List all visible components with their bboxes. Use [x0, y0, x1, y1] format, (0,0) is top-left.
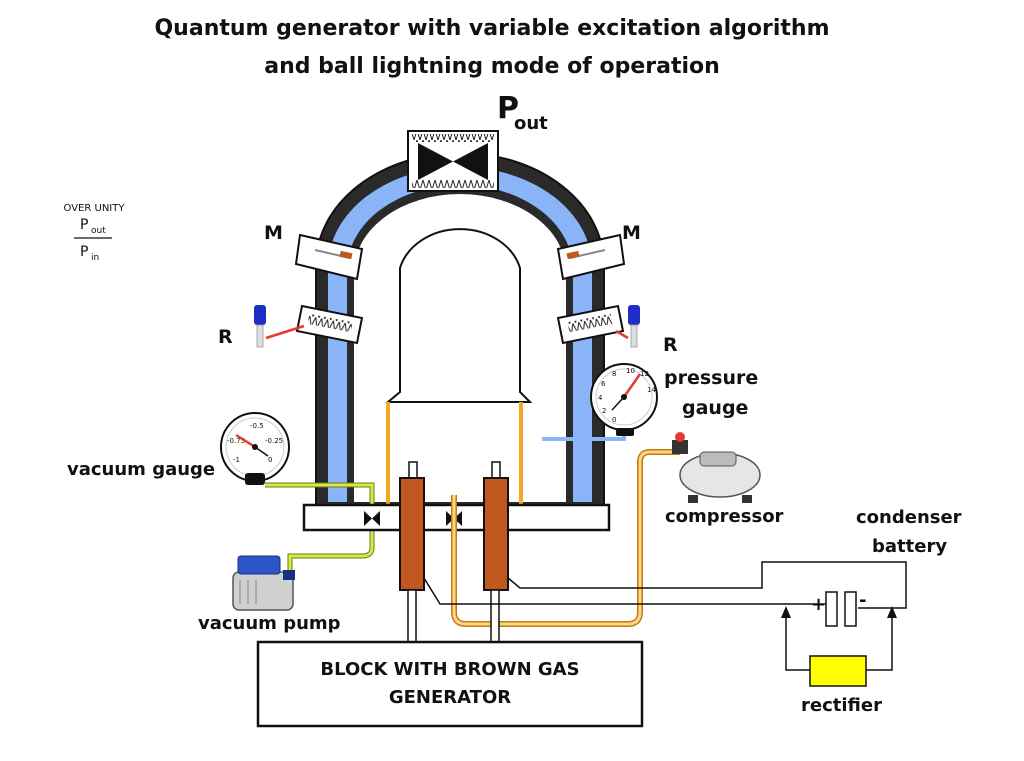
pg-tick: 0: [612, 416, 616, 424]
coil-left: [307, 313, 353, 333]
pg-tick: 4: [598, 394, 603, 402]
output-converter: [407, 130, 499, 192]
magnet-tip-right: [566, 250, 580, 260]
over-unity-ratio: OVER UNITY P out P in: [64, 203, 126, 263]
resistor-lead-left: [265, 324, 305, 340]
capacitor-plate-right: [844, 591, 857, 627]
pressure-gauge-stem: [616, 428, 634, 436]
label-minus: -: [859, 590, 866, 611]
label-condenser-1: condenser: [856, 507, 962, 528]
label-m-right: M: [622, 222, 641, 244]
resistor-left: [254, 305, 305, 348]
ratio-den-sub: in: [91, 253, 99, 263]
magnet-tip-left: [339, 250, 353, 260]
bowtie-icon: [418, 143, 488, 180]
pg-tick: 10: [626, 367, 635, 375]
coil-housing-left: [295, 304, 364, 345]
over-unity-caption: OVER UNITY: [64, 203, 126, 214]
label-r-left: R: [218, 326, 233, 348]
ratio-den-main: P: [80, 244, 88, 260]
pout-main: P: [497, 91, 519, 126]
magnet-housing-left: [294, 233, 364, 281]
title-line-1: Quantum generator with variable excitati…: [154, 16, 829, 41]
converter-bottom-fins: [412, 180, 494, 188]
pg-tick: 12: [640, 370, 649, 378]
vacuum-pump-line: [288, 522, 374, 582]
pg-tick: 14: [647, 386, 656, 394]
label-condenser-2: battery: [872, 536, 947, 557]
output-power-label: P out: [497, 91, 548, 134]
ratio-num-main: P: [80, 217, 88, 233]
resistor-cap-left: [254, 305, 266, 325]
arrow-up-icon: [887, 606, 897, 618]
rectifier-box: [809, 655, 867, 687]
valve-left: [364, 511, 380, 526]
label-rectifier: rectifier: [801, 695, 882, 716]
label-plus: +: [811, 594, 826, 615]
label-compressor: compressor: [665, 506, 784, 527]
label-vacuum-gauge: vacuum gauge: [67, 459, 215, 480]
label-pressure-gauge-1: pressure: [664, 367, 758, 389]
coil-right: [567, 313, 613, 333]
arrow-up-icon: [781, 606, 791, 618]
resistor-body-left: [256, 324, 264, 348]
ratio-num-sub: out: [91, 226, 106, 236]
compressor: [672, 432, 761, 503]
vg-tick: -1: [233, 456, 240, 464]
label-r-right: R: [663, 334, 678, 356]
vacuum-gauge-stem: [245, 473, 265, 485]
title-line-2: and ball lightning mode of operation: [264, 54, 720, 79]
condenser-battery: [825, 591, 857, 627]
pg-tick: 8: [612, 370, 616, 378]
vg-tick: -0.5: [250, 422, 264, 430]
pg-tick: 2: [602, 407, 606, 415]
electrode-right: [483, 461, 509, 643]
converter-top-fins: [412, 134, 494, 142]
brown-gas-generator-block: [256, 640, 644, 728]
inner-bell: [385, 228, 533, 403]
vacuum-pump-top: [237, 555, 281, 575]
compressor-gas-line: [452, 450, 680, 626]
compressor-knob: [675, 432, 685, 442]
compressor-regulator: [672, 440, 688, 454]
rectifier: [781, 606, 897, 687]
pressure-gauge: 12 14 10 8 6 4 2 0: [590, 363, 658, 436]
vacuum-gauge: -0.5 -0.75 -0.25 -1 0: [220, 412, 290, 485]
block-label-1: BLOCK WITH BROWN GAS: [320, 659, 579, 680]
vg-tick: -0.25: [265, 437, 283, 445]
wire-left-electrode: [423, 577, 830, 605]
pressure-gauge-needle: [622, 373, 642, 398]
resistor-body-right: [630, 324, 638, 348]
label-vacuum-pump: vacuum pump: [198, 613, 341, 634]
resistor-right: [615, 305, 640, 348]
pressure-sense-line: [542, 436, 626, 441]
vacuum-gauge-needle: [235, 433, 256, 449]
label-m-left: M: [264, 222, 283, 244]
pout-sub: out: [514, 113, 548, 134]
vg-tick: -0.75: [227, 437, 245, 445]
compressor-motor: [699, 451, 737, 467]
vg-tick: 0: [268, 456, 272, 464]
coil-housing-right: [556, 304, 625, 345]
capacitor-plate-left: [825, 591, 838, 627]
resistor-lead-right: [615, 329, 629, 340]
magnet-housing-right: [556, 233, 626, 281]
block-label-2: GENERATOR: [389, 687, 511, 708]
wire-right-electrode: [507, 561, 907, 609]
resistor-cap-right: [628, 305, 640, 325]
pg-tick: 6: [601, 380, 606, 388]
electrode-left: [399, 461, 425, 643]
vacuum-pump: [232, 555, 295, 611]
label-pressure-gauge-2: gauge: [682, 397, 748, 419]
